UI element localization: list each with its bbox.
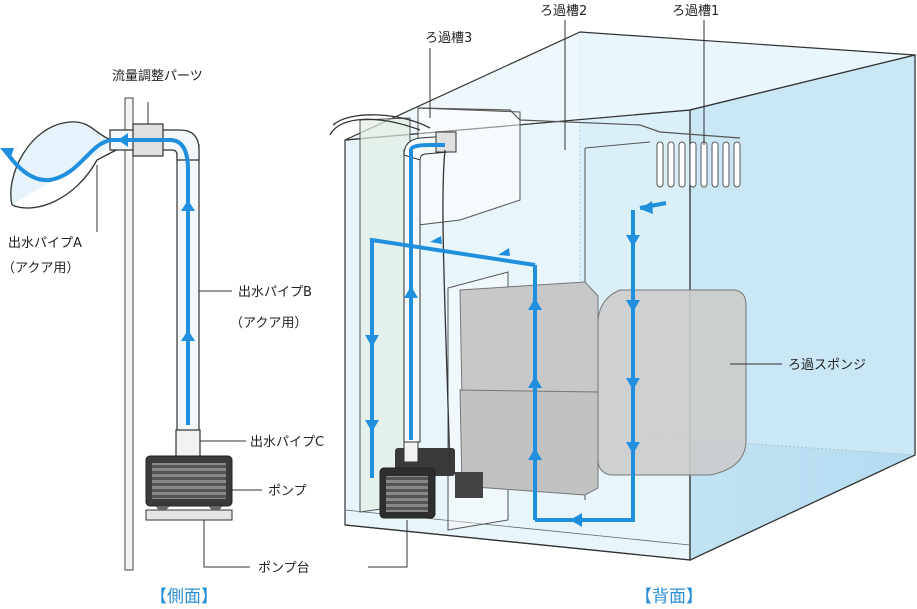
back-flow-adjuster [435,131,457,153]
back-pump-stand-leader [368,520,408,568]
pump-cord-2 [332,114,431,129]
side-flow-out-arrowhead [0,148,14,160]
sponge-lower-left [459,389,599,496]
flow-pump-up [409,143,445,440]
back-pump-motor [455,472,483,498]
side-pump-stand [145,509,233,521]
back-pipe-c [403,439,419,463]
outlet-pipe-a-bowl-lower [11,147,121,209]
vent-slots [656,141,741,188]
flow-left-down [370,237,536,478]
side-pump-foot-left [155,506,170,510]
top-frame-line [417,107,741,139]
side-view-caption: 【側面】 [150,587,218,607]
side-pump-foot-right [208,506,223,510]
outlet-pipe-c [175,429,201,459]
flow-right-down [535,210,635,522]
pump-stand-label: ポンプ台 [258,561,310,576]
side-flow-bend-arrowhead [118,133,128,147]
outlet-pipe-b-label: 出水パイプB [238,285,312,300]
back-flow-arrowheads [365,201,653,527]
filter-sponge [597,289,747,476]
filter-tank-2-label: ろ過槽2 [540,4,587,19]
tank-bottom-edge [344,524,691,561]
back-pump-grill [386,476,428,512]
filter-tank-3-label: ろ過槽3 [425,31,472,46]
tank2-top-edge [584,141,651,149]
sponge-upper-left [459,281,599,401]
side-pump-grill [152,463,226,499]
outlet-pipe-a-note: （アクア用） [2,261,79,276]
filter-tank-1-label: ろ過槽1 [672,4,719,19]
side-glass-wall [124,97,134,571]
outlet-pipe-b-note: （アクア用） [230,316,307,331]
back-view-caption: 【背面】 [635,587,703,607]
filter-sponge-label: ろ過スポンジ [788,358,866,373]
pump-label: ポンプ [268,484,307,499]
pump-stand-leader [203,520,250,568]
outlet-pipe-c-label: 出水パイプC [250,435,324,450]
back-view: ろ過槽3 ろ過槽2 ろ過槽1 ろ過スポンジ 【背面】 [329,4,916,607]
outlet-pipe-a-label: 出水パイプA [8,236,82,251]
flow-adjuster-label: 流量調整パーツ [112,69,203,84]
side-view: 流量調整パーツ 出水パイプA （アクア用） 出水パイプB （アクア用） 出水パイ… [0,69,324,607]
side-flow-out [3,138,190,183]
pump-cord [329,118,451,471]
outlet-pipe-a-bowl [10,121,121,206]
